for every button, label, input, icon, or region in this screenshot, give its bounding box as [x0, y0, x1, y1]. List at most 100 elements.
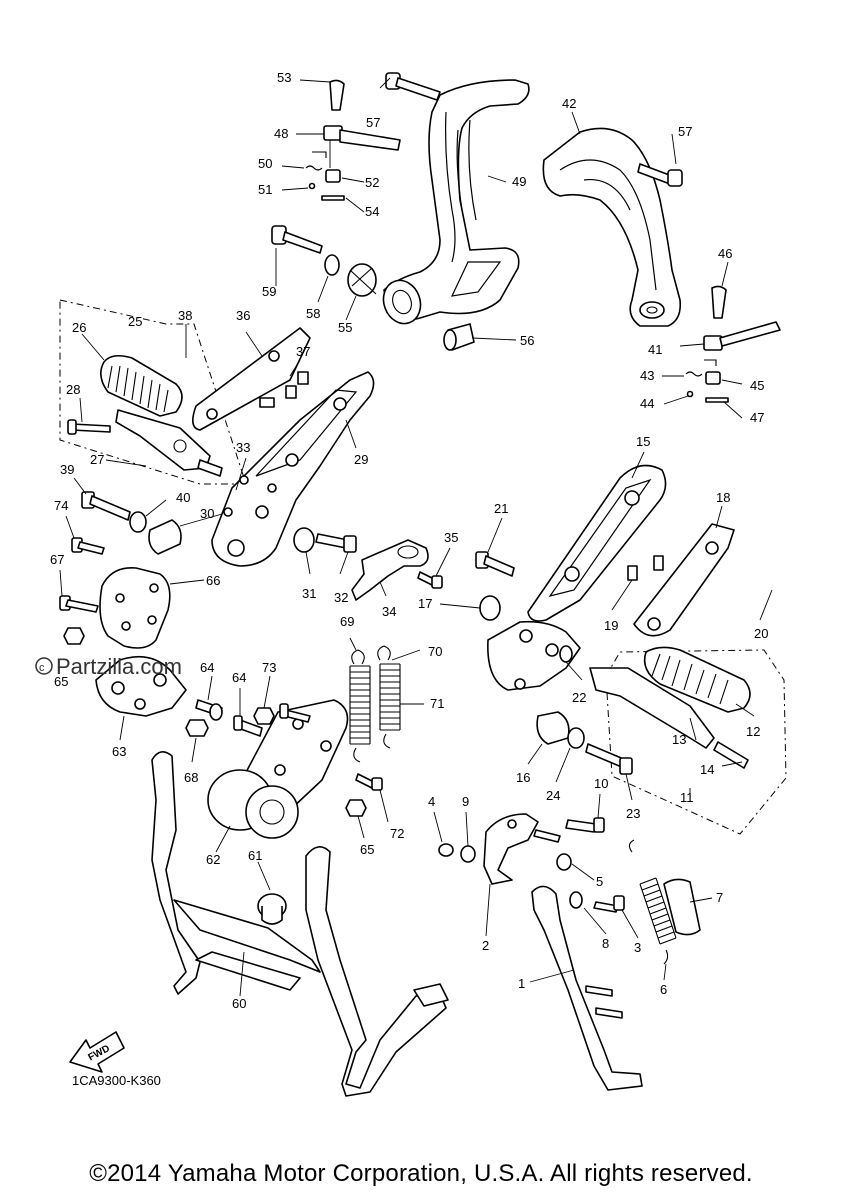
callout-64: 64: [232, 670, 246, 685]
mount-hardware-left: [71, 491, 357, 555]
center-stand-60: [151, 751, 449, 1097]
stand-bracket-63: [95, 655, 223, 737]
bolt-57-top: [385, 72, 441, 101]
copyright-notice: ©2014 Yamaha Motor Corporation, U.S.A. A…: [89, 1160, 753, 1187]
callout-3: 3: [634, 940, 641, 955]
callout-4: 4: [428, 794, 435, 809]
callout-59: 59: [262, 284, 276, 299]
callout-29: 29: [354, 452, 368, 467]
callout-33: 33: [236, 440, 250, 455]
callout-43: 43: [640, 368, 654, 383]
callout-22: 22: [572, 690, 586, 705]
callout-25: 25: [128, 314, 142, 329]
callout-20: 20: [754, 626, 768, 641]
callout-68: 68: [184, 770, 198, 785]
callout-11: 11: [680, 790, 694, 805]
callout-70: 70: [428, 644, 442, 659]
callout-72: 72: [390, 826, 404, 841]
leader-lines: [59, 77, 773, 997]
callout-53: 53: [277, 70, 291, 85]
callout-12: 12: [746, 724, 760, 739]
callout-30: 30: [200, 506, 214, 521]
watermark: c Partzilla.com: [35, 654, 182, 679]
callout-74: 74: [54, 498, 68, 513]
callout-69: 69: [340, 614, 354, 629]
callout-55: 55: [338, 320, 352, 335]
callout-34: 34: [382, 604, 396, 619]
rear-footrest-bracket-right: [542, 127, 683, 327]
heel-guard-36: [192, 327, 311, 431]
callout-63: 63: [112, 744, 126, 759]
callout-54: 54: [365, 204, 379, 219]
stand-springs: [349, 645, 401, 763]
heel-guard-15: [527, 464, 667, 622]
rear-footrest-bracket-left: [271, 72, 530, 351]
linkage-48: [305, 79, 401, 201]
callout-8: 8: [602, 936, 609, 951]
callout-40: 40: [176, 490, 190, 505]
callout-52: 52: [365, 175, 379, 190]
rider-footrest-left: [59, 299, 247, 485]
callout-15: 15: [636, 434, 650, 449]
callout-39: 39: [60, 462, 74, 477]
callout-44: 44: [640, 396, 654, 411]
callout-64-left: 64: [200, 660, 214, 675]
footrest-bracket-29: [211, 371, 375, 567]
callout-24: 24: [546, 788, 560, 803]
callout-66: 66: [206, 573, 220, 588]
linkage-41: [685, 285, 781, 403]
callout-58: 58: [306, 306, 320, 321]
callout-16: 16: [516, 770, 530, 785]
reference-code: 1CA9300-K360: [72, 1073, 161, 1088]
callout-17: 17: [418, 596, 432, 611]
callout-48: 48: [274, 126, 288, 141]
callout-61: 61: [248, 848, 262, 863]
callout-27: 27: [90, 452, 104, 467]
callout-60: 60: [232, 996, 246, 1011]
callout-18: 18: [716, 490, 730, 505]
side-stand-1: [438, 813, 701, 1091]
callout-28: 28: [66, 382, 80, 397]
stand-pivot-62: [207, 699, 383, 839]
callout-26: 26: [72, 320, 86, 335]
callout-42: 42: [562, 96, 576, 111]
callout-47: 47: [750, 410, 764, 425]
callout-50: 50: [258, 156, 272, 171]
callout-19: 19: [604, 618, 618, 633]
callout-10: 10: [594, 776, 608, 791]
bracket-18: [633, 523, 735, 637]
rider-footrest-right: [589, 646, 787, 835]
callout-57: 57: [366, 115, 380, 130]
callout-14: 14: [700, 762, 714, 777]
callout-23: 23: [626, 806, 640, 821]
svg-text:c: c: [39, 662, 45, 674]
callout-21: 21: [494, 501, 508, 516]
callout-73: 73: [262, 660, 276, 675]
callout-36: 36: [236, 308, 250, 323]
callout-13: 13: [672, 732, 686, 747]
callout-37: 37: [296, 344, 310, 359]
callout-71: 71: [430, 696, 444, 711]
bracket-34: [351, 539, 443, 601]
fwd-arrow-icon: FWD: [69, 1031, 125, 1073]
callout-7: 7: [716, 890, 723, 905]
callout-2: 2: [482, 938, 489, 953]
callout-56: 56: [520, 333, 534, 348]
callout-45: 45: [750, 378, 764, 393]
watermark-text: Partzilla.com: [56, 654, 182, 679]
callout-6: 6: [660, 982, 667, 997]
mount-hardware-right: [536, 711, 633, 775]
callout-65-left: 65: [54, 674, 68, 689]
callout-31: 31: [302, 586, 316, 601]
plate-66: [59, 567, 171, 649]
callout-5: 5: [596, 874, 603, 889]
callout-49: 49: [512, 174, 526, 189]
callout-67: 67: [50, 552, 64, 567]
callout-labels: 53 57 48 50 51 52 54 49 42 57 46 41 43 4…: [50, 70, 768, 1011]
callout-41: 41: [648, 342, 662, 357]
callout-65: 65: [360, 842, 374, 857]
callout-46: 46: [718, 246, 732, 261]
callout-35: 35: [444, 530, 458, 545]
callout-51: 51: [258, 182, 272, 197]
